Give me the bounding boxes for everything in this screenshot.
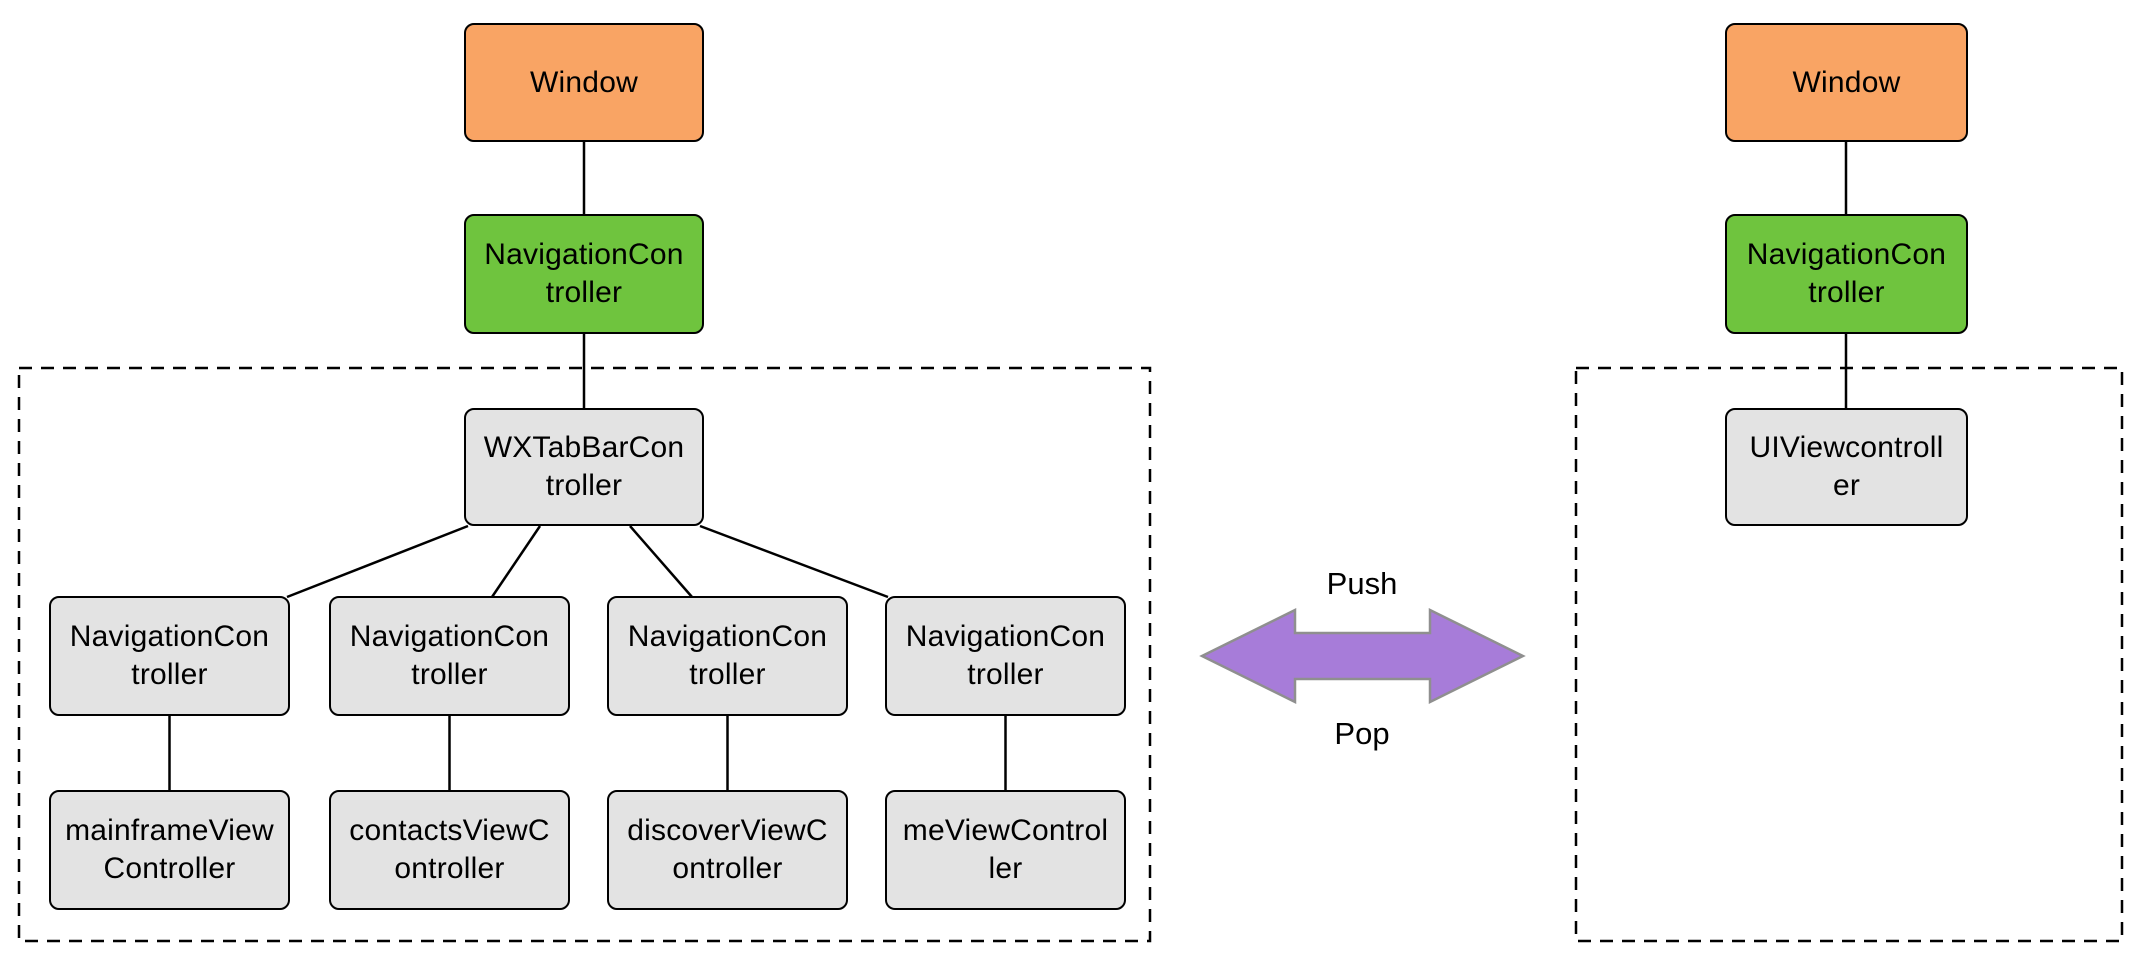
pop-label: Pop [1334, 716, 1390, 751]
edge-tabbar-to-nav2 [490, 525, 542, 598]
edge-tabbar-to-nav3 [629, 525, 693, 598]
right-pushed-container-outline [1574, 366, 2124, 943]
node-window-left: Window [464, 23, 704, 142]
node-window-right: Window [1725, 23, 1968, 142]
node-navigation-controller-left: NavigationCon troller [464, 214, 704, 334]
node-meviewcontroller: meViewControl ler [885, 790, 1126, 910]
node-contactsviewcontroller: contactsViewC ontroller [329, 790, 570, 910]
left-tab-container-outline [17, 366, 1152, 943]
edge-tabbar-to-nav4 [699, 524, 889, 599]
push-label: Push [1326, 566, 1398, 601]
node-discoverviewcontroller: discoverViewC ontroller [607, 790, 848, 910]
node-tab-navigation-controller-2: NavigationCon troller [329, 596, 570, 716]
node-mainframeviewcontroller: mainframeView Controller [49, 790, 290, 910]
node-navigation-controller-right: NavigationCon troller [1725, 214, 1968, 334]
edge-tabbar-to-nav1 [286, 524, 469, 599]
push-pop-double-arrow-icon [1199, 607, 1526, 705]
node-tab-navigation-controller-4: NavigationCon troller [885, 596, 1126, 716]
node-wxtabbarcontroller: WXTabBarCon troller [464, 408, 704, 526]
node-tab-navigation-controller-3: NavigationCon troller [607, 596, 848, 716]
node-tab-navigation-controller-1: NavigationCon troller [49, 596, 290, 716]
node-uiviewcontroller: UIViewcontroll er [1725, 408, 1968, 526]
